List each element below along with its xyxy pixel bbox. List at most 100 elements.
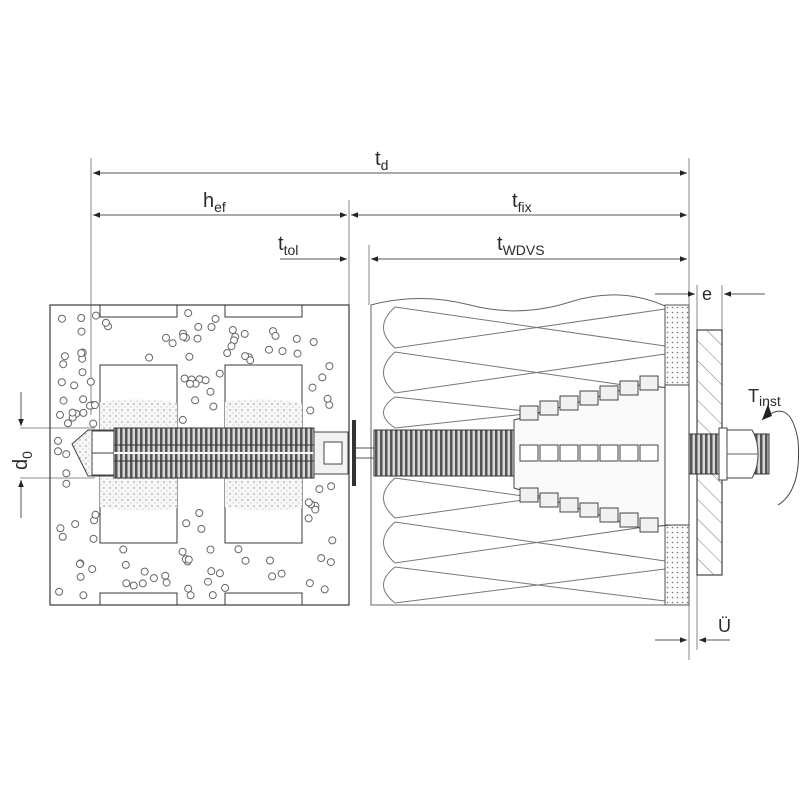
pore bbox=[223, 349, 232, 357]
pore bbox=[197, 524, 206, 533]
pore bbox=[89, 419, 98, 428]
pore bbox=[318, 373, 327, 382]
cone-segment bbox=[639, 375, 659, 391]
pore bbox=[278, 347, 287, 356]
insulation-fibre bbox=[383, 306, 666, 349]
pore bbox=[240, 329, 249, 338]
pore bbox=[311, 505, 320, 514]
pore bbox=[323, 394, 332, 403]
pore bbox=[241, 556, 250, 565]
cone-core-segment bbox=[519, 444, 539, 462]
pore bbox=[59, 360, 68, 369]
cone-segment bbox=[599, 507, 619, 523]
pore bbox=[308, 383, 317, 392]
pore bbox=[227, 342, 236, 351]
dimension-hef: hef bbox=[93, 190, 347, 218]
pore bbox=[121, 560, 130, 569]
svg-text:td: td bbox=[375, 148, 388, 173]
pore bbox=[207, 323, 216, 331]
pore bbox=[161, 571, 170, 580]
pore bbox=[57, 378, 66, 387]
pore bbox=[129, 581, 138, 590]
pore bbox=[304, 514, 313, 523]
pore bbox=[215, 369, 224, 378]
pore bbox=[234, 545, 243, 554]
pore bbox=[191, 396, 200, 405]
pore bbox=[246, 356, 255, 365]
svg-text:tWDVS: tWDVS bbox=[497, 233, 545, 258]
pore bbox=[70, 381, 79, 390]
pore bbox=[79, 408, 88, 417]
pore bbox=[206, 387, 215, 396]
pore bbox=[119, 545, 128, 554]
pore bbox=[215, 569, 224, 578]
pore bbox=[241, 352, 250, 361]
pore bbox=[56, 524, 65, 533]
pore bbox=[185, 352, 194, 361]
pore bbox=[145, 353, 154, 362]
pore bbox=[56, 410, 64, 419]
pore bbox=[59, 396, 68, 405]
pore bbox=[186, 379, 194, 388]
insulation-fibre bbox=[383, 477, 666, 519]
pore bbox=[208, 591, 217, 600]
cone-segment bbox=[519, 405, 539, 421]
pore bbox=[180, 374, 189, 383]
pore bbox=[77, 314, 86, 322]
svg-text:Ü: Ü bbox=[718, 616, 731, 636]
pore bbox=[271, 331, 280, 340]
pore bbox=[201, 376, 210, 385]
pore bbox=[221, 583, 230, 592]
pore bbox=[162, 578, 171, 587]
pore bbox=[75, 560, 84, 568]
insulation-fibre bbox=[383, 566, 666, 604]
pore bbox=[184, 309, 193, 318]
pore bbox=[306, 406, 315, 415]
pore bbox=[265, 345, 273, 354]
svg-text:Tinst: Tinst bbox=[748, 386, 781, 409]
pore bbox=[209, 402, 218, 411]
cone-core-segment bbox=[579, 444, 599, 462]
cone-segment bbox=[619, 512, 639, 528]
brick-pores bbox=[54, 309, 337, 600]
pore bbox=[54, 447, 62, 456]
pore bbox=[268, 572, 277, 581]
anchor-sleeve bbox=[71, 420, 356, 486]
pore bbox=[315, 485, 324, 494]
pore bbox=[89, 534, 98, 543]
svg-text:hef: hef bbox=[203, 190, 226, 215]
pore bbox=[327, 482, 336, 491]
pore bbox=[305, 579, 314, 588]
pore bbox=[138, 579, 147, 588]
pore bbox=[194, 322, 203, 331]
dimension-tfix: tfix bbox=[351, 190, 687, 218]
cone-segment bbox=[559, 395, 579, 411]
pore bbox=[184, 555, 193, 564]
pore bbox=[186, 591, 195, 600]
svg-text:ttol: ttol bbox=[278, 233, 298, 258]
cone-segment bbox=[639, 517, 659, 533]
pore bbox=[182, 519, 191, 528]
svg-text:e: e bbox=[702, 284, 712, 304]
pore bbox=[168, 339, 177, 348]
svg-text:tfix: tfix bbox=[512, 190, 532, 215]
pore bbox=[162, 333, 170, 342]
pore bbox=[328, 536, 337, 545]
dimension-td: td bbox=[93, 148, 687, 176]
pore bbox=[62, 469, 71, 478]
pore bbox=[78, 368, 87, 377]
washer bbox=[718, 427, 728, 481]
pore bbox=[58, 314, 66, 323]
pore bbox=[193, 334, 202, 343]
pore bbox=[204, 577, 212, 586]
pore bbox=[317, 554, 326, 563]
pore bbox=[92, 311, 100, 320]
dimension-e: e bbox=[655, 284, 765, 304]
cone-core-segment bbox=[639, 444, 659, 462]
pore bbox=[55, 587, 64, 596]
dimension-u: Ü bbox=[655, 616, 731, 643]
cone-segment bbox=[559, 497, 579, 513]
pore bbox=[77, 349, 86, 358]
pore bbox=[122, 579, 131, 588]
pore bbox=[326, 558, 335, 567]
